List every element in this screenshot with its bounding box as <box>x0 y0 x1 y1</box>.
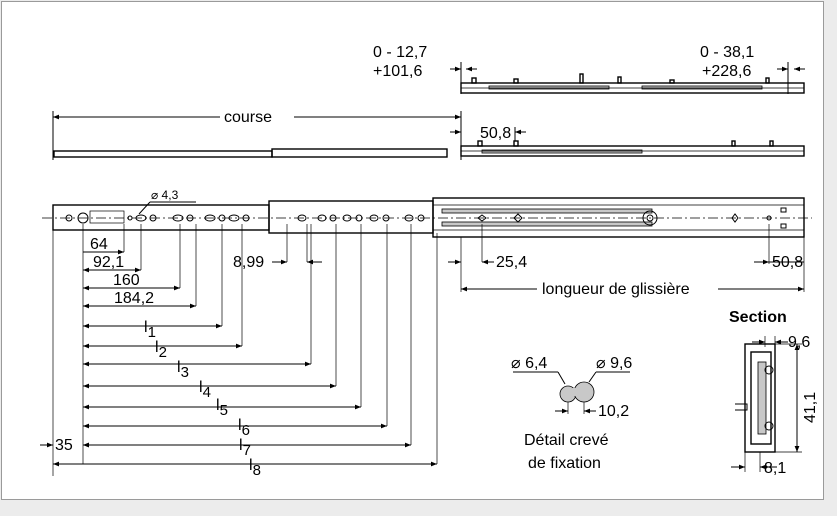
svg-text:l4: l4 <box>199 379 211 401</box>
l6-label: l <box>238 417 242 434</box>
l5-sub: 5 <box>220 402 228 419</box>
dim-92-1-label: 92,1 <box>93 254 124 271</box>
l7-sub: 7 <box>243 442 251 459</box>
detail-caption-line2: de fixation <box>528 455 601 472</box>
dim-10-2-label: 10,2 <box>598 403 629 420</box>
dia-4-3-label: ⌀ 4,3 <box>151 188 179 202</box>
l8-sub: 8 <box>253 462 261 479</box>
dim-50-8-right-label: 50,8 <box>772 254 803 271</box>
l3-label: l <box>177 359 181 376</box>
l8-label: l <box>249 457 253 474</box>
svg-text:l7: l7 <box>239 437 251 459</box>
dim-160-label: 160 <box>113 272 140 289</box>
dim-8-99-label: 8,99 <box>233 254 264 271</box>
dim-25-4-label: 25,4 <box>496 254 527 271</box>
svg-text:l1: l1 <box>144 319 156 341</box>
sec-9-6-label: 9,6 <box>788 334 810 351</box>
drawing-frame: 0 - 12,7 +101,6 0 - 38,1 +228,6 course 5… <box>1 1 824 500</box>
l4-label: l <box>199 379 203 396</box>
rear-travel-max-label: +228,6 <box>702 63 751 80</box>
dim-184-2-label: 184,2 <box>114 290 154 307</box>
main-slide-view <box>42 197 812 238</box>
course-view <box>52 111 805 160</box>
mounting-holes <box>65 207 787 229</box>
rear-travel-min-label: 0 - 38,1 <box>700 44 754 61</box>
l1-label: l <box>144 319 148 336</box>
svg-text:l8: l8 <box>249 457 261 479</box>
length-labels: l1 l2 l3 l4 l5 l6 l7 l8 <box>144 319 261 479</box>
longueur-label: longueur de glissière <box>542 281 690 298</box>
technical-drawing: 0 - 12,7 +101,6 0 - 38,1 +228,6 course 5… <box>40 44 819 479</box>
l5-label: l <box>216 397 220 414</box>
top-rail-view <box>450 62 805 94</box>
section-view <box>731 336 802 472</box>
l2-label: l <box>155 339 159 356</box>
front-travel-min-label: 0 - 12,7 <box>373 44 427 61</box>
dim-64-label: 64 <box>90 236 108 253</box>
l7-label: l <box>239 437 243 454</box>
svg-text:l3: l3 <box>177 359 189 381</box>
l3-sub: 3 <box>181 364 189 381</box>
l1-sub: 1 <box>148 324 156 341</box>
l6-sub: 6 <box>242 422 250 439</box>
course-label: course <box>224 109 272 126</box>
sec-8-1-label: 8,1 <box>764 460 786 477</box>
svg-text:l5: l5 <box>216 397 228 419</box>
l4-sub: 4 <box>203 384 211 401</box>
l2-sub: 2 <box>159 344 167 361</box>
sec-41-1-label: 41,1 <box>802 392 819 423</box>
fixation-detail <box>513 371 630 414</box>
dia-9-6-label: ⌀ 9,6 <box>596 355 632 372</box>
front-travel-max-label: +101,6 <box>373 63 422 80</box>
dim-35-label: 35 <box>55 437 73 454</box>
svg-text:l6: l6 <box>238 417 250 439</box>
detail-caption-line1: Détail crevé <box>524 432 609 449</box>
left-dimension-lines <box>40 224 805 476</box>
dia-6-4-label: ⌀ 6,4 <box>511 355 547 372</box>
section-title: Section <box>729 309 787 326</box>
dim-50-8-top-label: 50,8 <box>480 125 511 142</box>
svg-text:l2: l2 <box>155 339 167 361</box>
